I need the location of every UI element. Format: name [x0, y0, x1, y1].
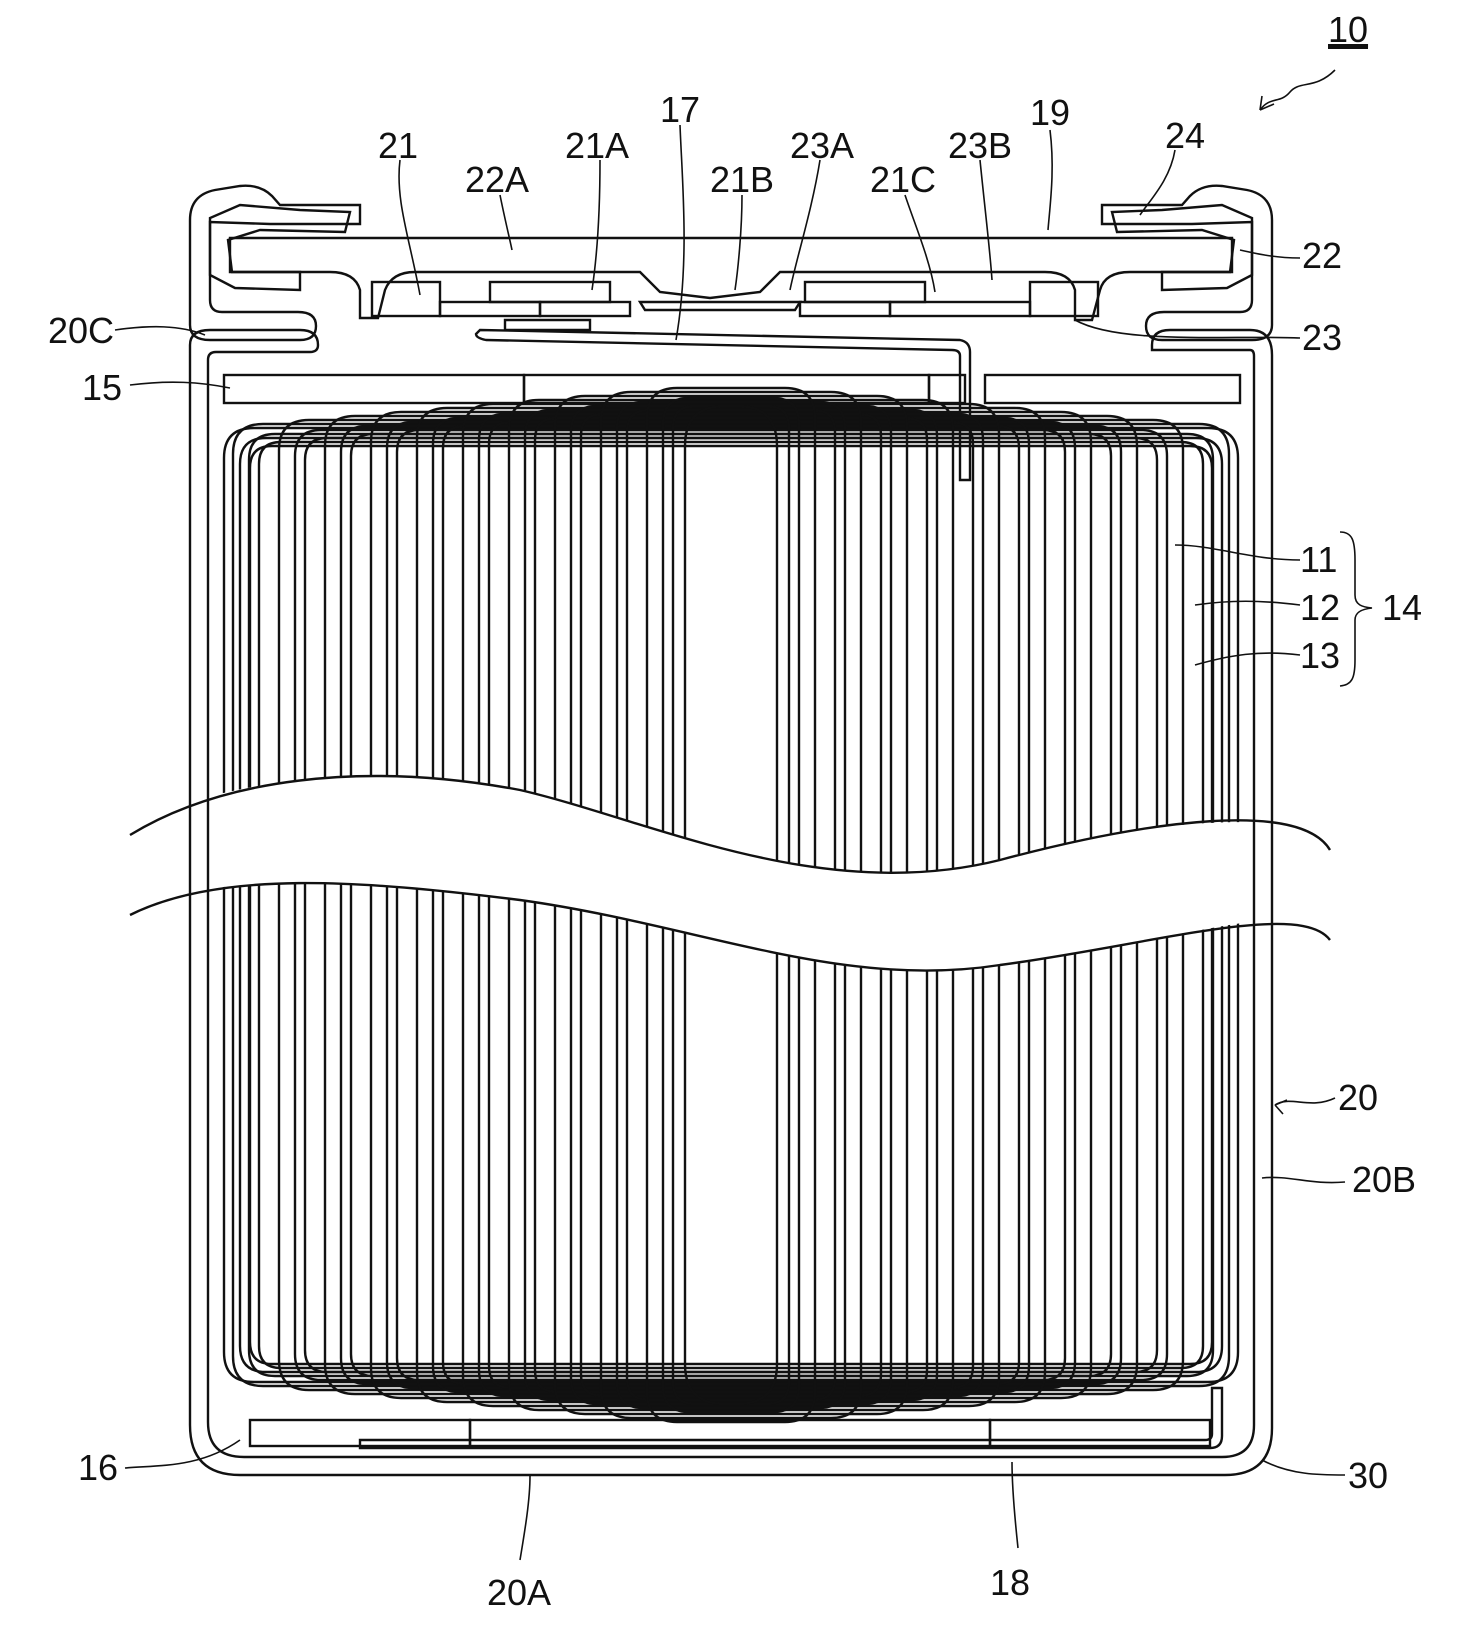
lower-insulating-plate	[250, 1420, 1210, 1446]
electrode-layer-outer	[417, 408, 1045, 1402]
label-18: 18	[990, 1562, 1030, 1603]
electrode-layer-inner	[627, 410, 835, 1400]
label-23A: 23A	[790, 125, 854, 166]
label-23: 23	[1302, 317, 1342, 358]
label-15: 15	[82, 367, 122, 408]
label-12: 12	[1300, 587, 1340, 628]
label-20A: 20A	[487, 1572, 551, 1613]
electrode-layer-inner	[489, 422, 973, 1388]
label-23B: 23B	[948, 125, 1012, 166]
separator-layer	[617, 402, 845, 1408]
electrode-lower-half	[224, 388, 1238, 1422]
electrode-layer-outer	[417, 408, 1045, 1402]
separator-layer	[295, 430, 1167, 1380]
label-22A: 22A	[465, 159, 529, 200]
electrode-assembly	[224, 388, 1238, 1422]
label-19: 19	[1030, 92, 1070, 133]
separator-layer	[571, 406, 891, 1404]
electrode-upper-half	[224, 388, 1238, 1422]
electrode-layer-outer	[463, 404, 999, 1406]
separator-layer	[341, 426, 1121, 1384]
electrode-layer-inner	[673, 406, 789, 1404]
separator-layer	[617, 402, 845, 1408]
label-24: 24	[1165, 115, 1205, 156]
separator-layer	[295, 430, 1167, 1380]
label-11: 11	[1300, 539, 1337, 580]
electrode-layer-inner	[250, 446, 1212, 1364]
battery-can	[190, 186, 1272, 1475]
electrode-layer-outer	[555, 396, 907, 1414]
electrode-layer-inner	[351, 434, 1111, 1376]
electrode-layer-outer	[224, 428, 1238, 1382]
label-17: 17	[660, 89, 700, 130]
label-16: 16	[78, 1447, 118, 1488]
electrode-layer-outer	[233, 424, 1229, 1386]
label-13: 13	[1300, 635, 1340, 676]
electrode-layer-outer	[233, 424, 1229, 1386]
center-hollow	[685, 406, 777, 1404]
electrode-layer-inner	[535, 418, 927, 1392]
electrode-layer-inner	[250, 446, 1212, 1364]
label-21A: 21A	[565, 125, 629, 166]
electrode-layer-inner	[397, 430, 1065, 1380]
break-line	[130, 776, 1330, 971]
electrode-layer-outer	[224, 428, 1238, 1382]
gasket	[210, 205, 1252, 290]
electrode-layer-inner	[535, 418, 927, 1392]
electrode-layer-outer	[325, 416, 1137, 1394]
figure-reference-number: 10	[1328, 9, 1368, 50]
electrode-layer-inner	[489, 422, 973, 1388]
center-hollow	[685, 406, 777, 1404]
electrode-layer-outer	[463, 404, 999, 1406]
label-20C: 20C	[48, 310, 114, 351]
electrode-layer-inner	[351, 434, 1111, 1376]
separator-layer	[571, 406, 891, 1404]
electrode-layer-inner	[259, 442, 1203, 1368]
electrode-layer-inner	[397, 430, 1065, 1380]
separator-layer	[525, 410, 937, 1400]
electrode-layer-inner	[443, 426, 1019, 1384]
separator-layer	[249, 434, 1213, 1376]
electrode-layer-outer	[601, 392, 861, 1418]
label-30: 30	[1348, 1455, 1388, 1496]
electrode-layer-outer	[509, 400, 953, 1410]
electrode-layer-inner	[673, 406, 789, 1404]
electrode-layer-inner	[259, 442, 1203, 1368]
separator-layer	[663, 398, 799, 1412]
label-21C: 21C	[870, 159, 936, 200]
separator-layer	[433, 418, 1029, 1392]
electrode-layer-outer	[509, 400, 953, 1410]
separator-layer	[249, 434, 1213, 1376]
label-21: 21	[378, 125, 418, 166]
electrode-layer-outer	[555, 396, 907, 1414]
label-14: 14	[1382, 587, 1422, 628]
electrode-layer-outer	[325, 416, 1137, 1394]
electrode-layer-outer	[601, 392, 861, 1418]
separator-layer	[341, 426, 1121, 1384]
electrode-layer-inner	[627, 410, 835, 1400]
label-20: 20	[1338, 1077, 1378, 1118]
cap-plate	[230, 238, 1232, 320]
separator-layer	[663, 398, 799, 1412]
electrode-layer-inner	[443, 426, 1019, 1384]
electrode-layer-outer	[279, 420, 1183, 1390]
separator-layer	[433, 418, 1029, 1392]
separator-layer	[525, 410, 937, 1400]
label-20B: 20B	[1352, 1159, 1416, 1200]
label-21B: 21B	[710, 159, 774, 200]
label-22: 22	[1302, 235, 1342, 276]
electrode-layer-outer	[279, 420, 1183, 1390]
